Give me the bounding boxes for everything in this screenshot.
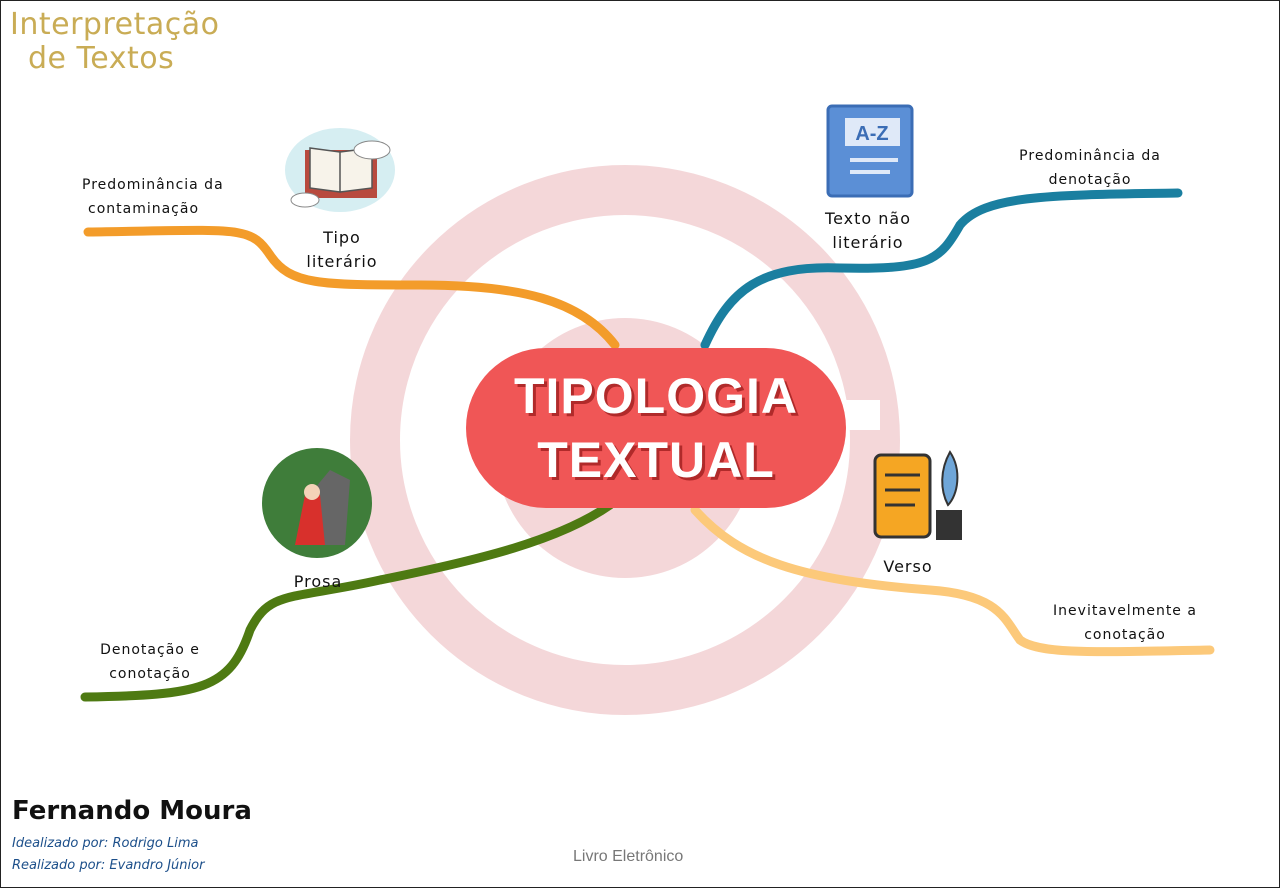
open-book-icon <box>285 128 395 212</box>
label-line: Prosa <box>293 572 343 591</box>
footer-text: Livro Eletrônico <box>573 848 684 865</box>
red-riding-hood-icon <box>262 448 372 558</box>
branch-tipo-literario <box>83 225 620 350</box>
leaf-line: Inevitavelmente a <box>1053 603 1197 619</box>
label-line: Tipo <box>323 228 361 247</box>
leaf-inevitavelmente-conotacao: Inevitavelmente a conotação <box>1035 599 1215 647</box>
label-line: Verso <box>883 557 933 576</box>
leaf-line: denotação <box>1048 172 1132 188</box>
leaf-denotacao-conotacao: Denotação e conotação <box>80 638 220 686</box>
branch-prosa <box>80 500 615 702</box>
leaf-line: Denotação e <box>100 642 200 658</box>
leaf-line: contaminação <box>88 201 200 217</box>
credit-made: Realizado por: Evandro Júnior <box>12 858 205 873</box>
central-topic-line: TEXTUAL <box>537 432 775 488</box>
credit-idealized: Idealizado por: Rodrigo Lima <box>12 836 199 851</box>
leaf-predominancia-denotacao: Predominância da denotação <box>1005 144 1175 192</box>
branch-label-verso: Verso <box>858 555 958 579</box>
leaf-line: conotação <box>1084 627 1166 643</box>
header-title: Interpretação de Textos <box>10 8 219 76</box>
svg-text:A-Z: A-Z <box>855 123 888 145</box>
central-topic: TIPOLOGIA TEXTUAL <box>466 348 846 508</box>
leaf-line: Predominância da <box>82 177 224 193</box>
label-line: literário <box>306 252 378 271</box>
branch-label-texto-nao-literario: Texto não literário <box>808 207 928 255</box>
leaf-line: Predominância da <box>1019 148 1161 164</box>
label-line: literário <box>832 233 904 252</box>
label-line: Texto não <box>825 209 911 228</box>
author-name: Fernando Moura <box>12 796 252 826</box>
central-topic-line: TIPOLOGIA <box>514 368 798 424</box>
leaf-line: conotação <box>109 666 191 682</box>
scroll-quill-icon <box>873 450 962 540</box>
branch-label-tipo-literario: Tipo literário <box>292 226 392 274</box>
leaf-predominancia-contaminacao: Predominância da contaminação <box>68 173 262 221</box>
branch-label-prosa: Prosa <box>268 570 368 594</box>
dictionary-icon: A-Z <box>826 104 914 198</box>
branch-texto-nao-literario <box>700 188 1183 350</box>
title-line: de Textos <box>28 41 175 76</box>
title-line: Interpretação <box>10 7 220 42</box>
branch-verso <box>690 505 1215 657</box>
